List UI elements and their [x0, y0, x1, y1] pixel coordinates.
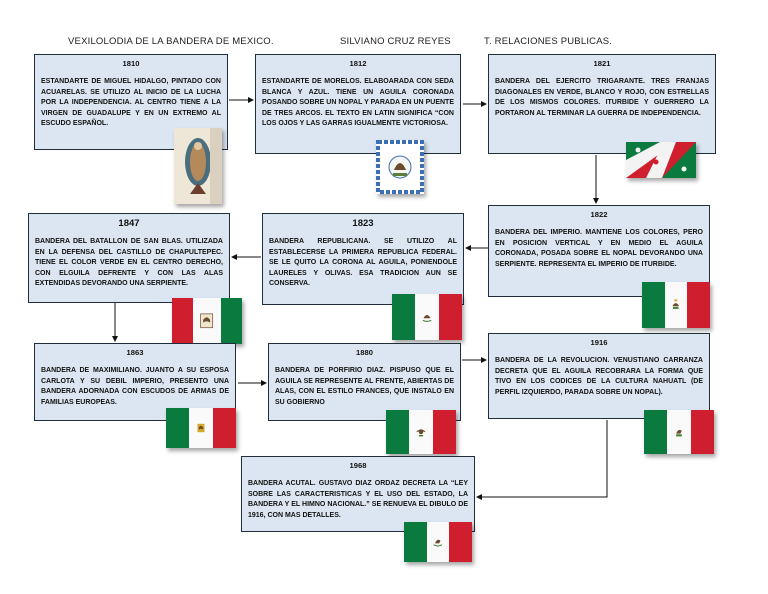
card-year: 1822 [590, 210, 608, 219]
header-center: SILVIANO CRUZ REYES [340, 36, 451, 47]
header-right: T. RELACIONES PUBLICAS. [484, 36, 613, 47]
card-text: ESTANDARTE DE MIGUEL HIDALGO, PINTADO CO… [41, 78, 221, 127]
porfirio-flag-icon [386, 410, 456, 454]
revolucion-flag-icon [644, 410, 714, 454]
san-blas-flag-icon [172, 298, 243, 344]
card-1822: 1822 BANDERA DEL IMPERIO. MANTIENE LOS C… [488, 205, 710, 297]
card-1821: 1821 BANDERA DEL EJERCITO TRIGARANTE. TR… [488, 54, 716, 154]
card-text: BANDERA DE LA REVOLUCION. VENUSTIANO CAR… [495, 357, 703, 396]
card-year: 1968 [349, 461, 367, 470]
imperio-flag-icon [642, 282, 711, 328]
card-year: 1821 [593, 59, 611, 68]
card-1916: 1916 BANDERA DE LA REVOLUCION. VENUSTIAN… [488, 333, 710, 419]
card-text: BANDERA REPUBLICANA. SE UTILIZO AL ESTAB… [269, 238, 457, 287]
hidalgo-banner-icon [174, 128, 222, 204]
card-text: BANDERA DE MAXIMILIANO. JUANTO A SU ESPO… [41, 367, 229, 406]
card-1880: 1880 BANDERA DE PORFIRIO DIAZ. PISPUSO Q… [268, 343, 461, 421]
arrow-1916-1968 [476, 420, 608, 500]
card-year: 1916 [590, 338, 608, 347]
card-text: ESTANDARTE DE MORELOS. ELABOARADA CON SE… [262, 78, 454, 127]
card-year: 1810 [122, 59, 140, 68]
header-left: VEXILOLODIA DE LA BANDERA DE MEXICO. [68, 36, 274, 47]
card-text: BANDERA DE PORFIRIO DIAZ. PISPUSO QUE EL… [275, 367, 454, 406]
actual-flag-icon [404, 522, 473, 562]
card-1823: 1823 BANDERA REPUBLICANA. SE UTILIZO AL … [262, 213, 464, 305]
card-1812: 1812 ESTANDARTE DE MORELOS. ELABOARADA C… [255, 54, 461, 154]
trigarante-flag-icon [626, 142, 696, 178]
maximiliano-flag-icon [166, 408, 236, 448]
card-year: 1823 [352, 218, 374, 229]
card-text: BANDERA DEL BATALLON DE SAN BLAS. UTILIZ… [35, 238, 223, 287]
card-text: BANDERA ACUTAL. GUSTAVO DIAZ ORDAZ DECRE… [248, 480, 468, 519]
card-year: 1880 [356, 348, 373, 357]
card-1847: 1847 BANDERA DEL BATALLON DE SAN BLAS. U… [28, 213, 230, 303]
morelos-banner-icon [376, 140, 424, 194]
card-year: 1812 [349, 59, 367, 68]
card-1968: 1968 BANDERA ACUTAL. GUSTAVO DIAZ ORDAZ … [241, 456, 475, 532]
republicana-flag-icon [392, 294, 462, 340]
card-year: 1863 [126, 348, 144, 357]
card-year: 1847 [118, 218, 140, 229]
card-text: BANDERA DEL IMPERIO. MANTIENE LOS COLORE… [495, 229, 703, 268]
card-text: BANDERA DEL EJERCITO TRIGARANTE. TRES FR… [495, 78, 709, 117]
